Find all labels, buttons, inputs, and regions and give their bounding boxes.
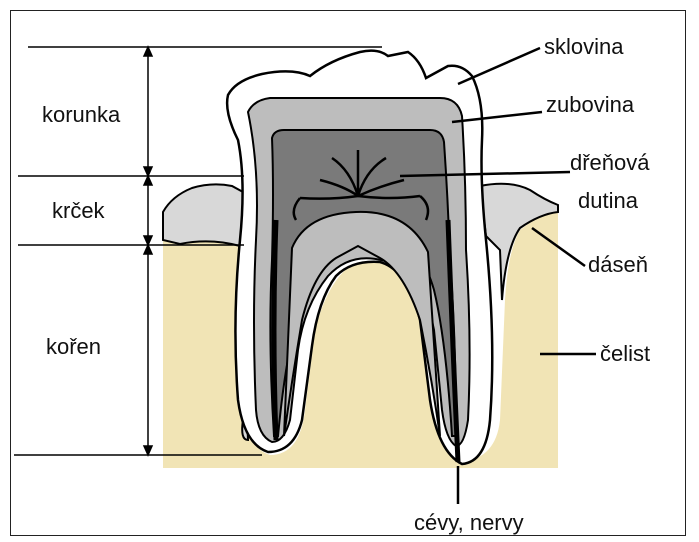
label-drenova: dřeňová xyxy=(570,152,650,174)
root-canal-left xyxy=(274,220,276,440)
label-celist: čelist xyxy=(600,343,650,365)
label-zubovina: zubovina xyxy=(546,94,634,116)
label-korunka: korunka xyxy=(42,104,120,126)
label-dutina: dutina xyxy=(578,190,638,212)
label-cevy-nervy: cévy, nervy xyxy=(414,512,524,534)
label-koren: kořen xyxy=(46,336,101,358)
label-krcek: krček xyxy=(52,200,105,222)
label-dasen: dáseň xyxy=(588,254,648,276)
label-sklovina: sklovina xyxy=(544,36,623,58)
